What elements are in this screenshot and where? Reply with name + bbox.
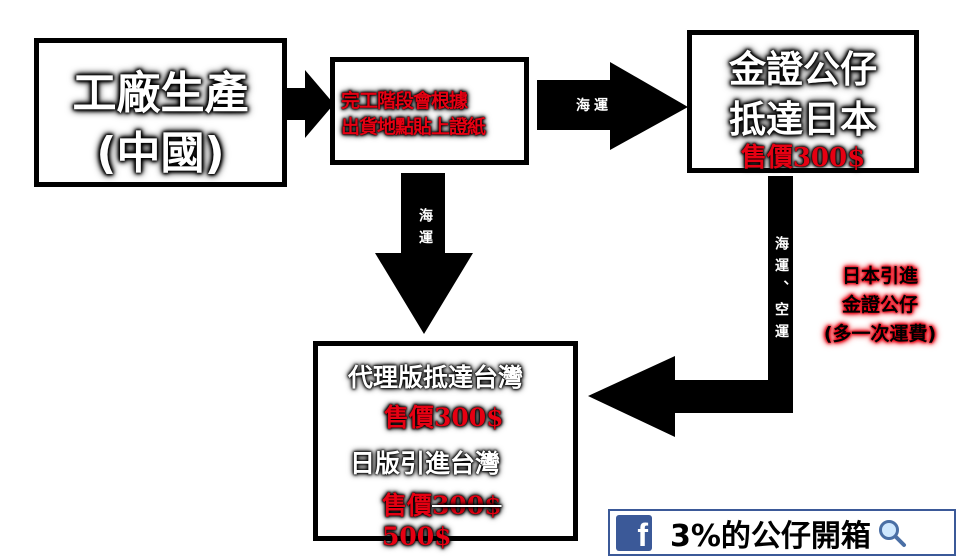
japan-price: 售價300$	[740, 143, 866, 173]
import-note: 日本引進 金證公仔 (多一次運費)	[800, 262, 960, 349]
jp-import-price: 售價300$ 500$	[382, 486, 573, 551]
facebook-page-badge[interactable]: f 3%的公仔開箱	[608, 509, 956, 556]
factory-box: 工廠生產 (中國)	[34, 38, 287, 187]
import-note-line1: 日本引進	[841, 265, 918, 287]
labeling-box: 完工階段會根據 出貨地點貼上證紙	[330, 57, 529, 165]
japan-arrival: 抵達日本	[729, 98, 877, 141]
factory-title: 工廠生產	[72, 68, 249, 119]
jp-price-old: 300$	[432, 491, 502, 520]
import-note-line3: (多一次運費)	[823, 323, 937, 345]
agency-title: 代理版抵達台灣	[348, 363, 524, 392]
edge-label-to-japan: 海運	[576, 98, 612, 114]
jp-price-new: 500$	[382, 522, 452, 551]
jp-price-prefix: 售價	[382, 491, 433, 520]
arrow-factory-to-labeling	[275, 70, 334, 138]
labeling-line2: 出貨地點貼上證紙	[341, 116, 486, 138]
jp-import-title: 日版引進台灣	[350, 449, 501, 478]
japan-box: 金證公仔 抵達日本 售價300$	[687, 30, 919, 173]
arrow-labeling-to-japan	[537, 62, 688, 150]
import-note-line2: 金證公仔	[841, 294, 918, 316]
japan-title: 金證公仔	[729, 48, 877, 91]
arrow-labeling-to-taiwan	[375, 173, 473, 334]
edge-label-to-taiwan-agency: 海運	[417, 208, 433, 252]
arrow-japan-to-taiwan	[588, 176, 793, 437]
edge-label-japan-to-taiwan: 海運、空運	[773, 236, 789, 346]
factory-origin: (中國)	[96, 128, 225, 179]
agency-price: 售價300$	[384, 403, 504, 432]
facebook-icon: f	[616, 514, 652, 551]
labeling-line1: 完工階段會根據	[341, 90, 468, 112]
taiwan-box: 代理版抵達台灣 售價300$ 日版引進台灣 售價300$ 500$	[313, 341, 578, 551]
page-name: 3%的公仔開箱	[670, 518, 871, 554]
magnifier-icon	[878, 519, 906, 547]
